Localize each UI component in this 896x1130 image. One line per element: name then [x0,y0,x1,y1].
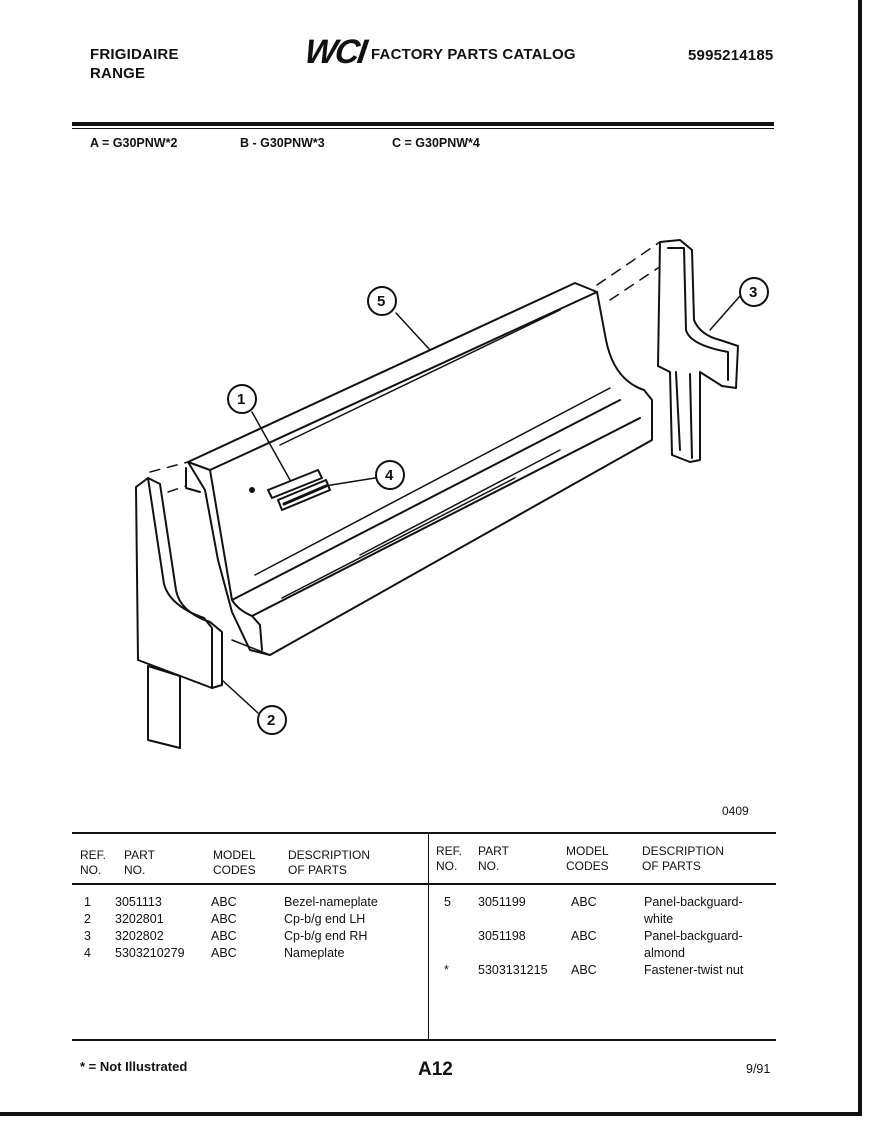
table-row: 3051198 ABC Panel-backguard-almond [444,928,743,962]
table-row: 1 3051113 ABC Bezel-nameplate [84,894,378,911]
header-part-right: PART NO. [478,844,509,874]
header-ref-line1: REF. [80,848,107,862]
catalog-title: FACTORY PARTS CATALOG [371,46,576,63]
table-bottom-rule [72,1039,776,1041]
header-desc-right-line2: OF PARTS [642,859,701,873]
table-divider [428,832,429,1040]
callout-label-1: 1 [237,391,246,408]
header-rule [72,122,774,126]
row-ref: 1 [84,895,91,909]
table-row: 4 5303210279 ABC Nameplate [84,945,344,962]
product-type: RANGE [90,65,146,82]
exploded-parts-diagram [135,239,769,749]
not-illustrated-note: * = Not Illustrated [80,1059,188,1074]
callout-label-4: 4 [385,467,394,484]
leader-lines [221,295,741,714]
row-part-number: 3051113 [115,895,162,909]
callout-label-5: 5 [377,293,386,310]
row-part-number: 3202801 [115,912,164,926]
table-header-rule [72,883,776,885]
row-part-number: 3202802 [115,929,164,943]
header-ref: REF. NO. [80,848,106,878]
callout-5 [367,286,397,316]
table-row: 3 3202802 ABC Cp-b/g end RH [84,928,367,945]
row-ref: 2 [84,912,91,926]
header-ref-right: REF. NO. [436,844,462,874]
header-part-line2: NO. [124,863,146,877]
row-description: Cp-b/g end RH [284,929,368,943]
row-part-number: 3051199 [478,895,526,909]
row-model-codes: ABC [211,895,237,909]
row-description: Cp-b/g end LH [284,912,366,926]
brand-name: FRIGIDAIRE [90,46,179,63]
left-end-cap [135,477,223,749]
header-part-line1: PART [124,848,155,862]
header-model-right-line1: MODEL [566,844,609,858]
row-ref: 4 [84,946,91,960]
header-ref-line2: NO. [80,863,102,877]
row-description: Panel-backguard-almond [644,928,743,962]
model-a: A = G30PNW*2 [90,136,178,150]
row-part-number: 5303131215 [478,963,548,977]
row-description: Bezel-nameplate [284,895,378,909]
table-row: 2 3202801 ABC Cp-b/g end LH [84,911,365,928]
header-part-right-line2: NO. [478,859,500,873]
header-model-line2: CODES [213,863,256,877]
header-rule-thin [72,128,774,129]
row-model-codes: ABC [211,946,237,960]
callout-3 [739,277,769,307]
row-description: Panel-backguard-white [644,894,743,928]
page-frame-right [858,0,862,1112]
row-description-line1: Panel-backguard- [644,895,743,909]
row-part-number: 5303210279 [115,946,185,960]
callout-2 [257,705,287,735]
row-ref: * [444,963,449,977]
row-part-number: 3051198 [478,929,526,943]
row-model-codes: ABC [211,912,237,926]
header-ref-right-line1: REF. [436,844,463,858]
table-row: * 5303131215 ABC Fastener-twist nut [444,962,743,979]
right-end-cap [657,239,739,463]
revision-date: 9/91 [746,1062,771,1076]
nameplate-assembly [249,469,331,511]
row-description-line1: Panel-backguard- [644,929,743,943]
row-model-codes: ABC [571,895,597,909]
header-model-line1: MODEL [213,848,256,862]
page-number: A12 [418,1059,453,1080]
row-description: Nameplate [284,946,345,960]
header-part-right-line1: PART [478,844,509,858]
assembly-lines [149,241,661,493]
header-desc: DESCRIPTION OF PARTS [288,848,370,878]
header-desc-right: DESCRIPTION OF PARTS [642,844,724,874]
catalog-number: 5995214185 [688,47,774,64]
table-top-rule [72,832,776,834]
row-description-line2: white [644,912,674,926]
row-ref: 5 [444,895,451,909]
row-description: Fastener-twist nut [644,963,744,977]
header-part: PART NO. [124,848,155,878]
row-model-codes: ABC [571,929,597,943]
header-desc-line2: OF PARTS [288,863,347,877]
header-desc-line1: DESCRIPTION [288,848,371,862]
header-model-right-line2: CODES [566,859,609,873]
model-c: C = G30PNW*4 [392,136,480,150]
backguard-panel [185,282,653,656]
header-model: MODEL CODES [213,848,256,878]
page-frame-bottom [0,1112,862,1116]
table-row: 5 3051199 ABC Panel-backguard-white [444,894,743,928]
callout-1 [227,384,257,414]
row-model-codes: ABC [571,963,597,977]
callout-label-3: 3 [749,284,758,301]
row-ref: 3 [84,929,91,943]
row-model-codes: ABC [211,929,237,943]
header-ref-right-line2: NO. [436,859,458,873]
header-model-right: MODEL CODES [566,844,609,874]
model-b: B - G30PNW*3 [240,136,325,150]
header-desc-right-line1: DESCRIPTION [642,844,725,858]
callout-4 [375,460,405,490]
figure-code: 0409 [722,804,749,818]
row-description-line2: almond [644,946,685,960]
callout-label-2: 2 [267,712,276,729]
